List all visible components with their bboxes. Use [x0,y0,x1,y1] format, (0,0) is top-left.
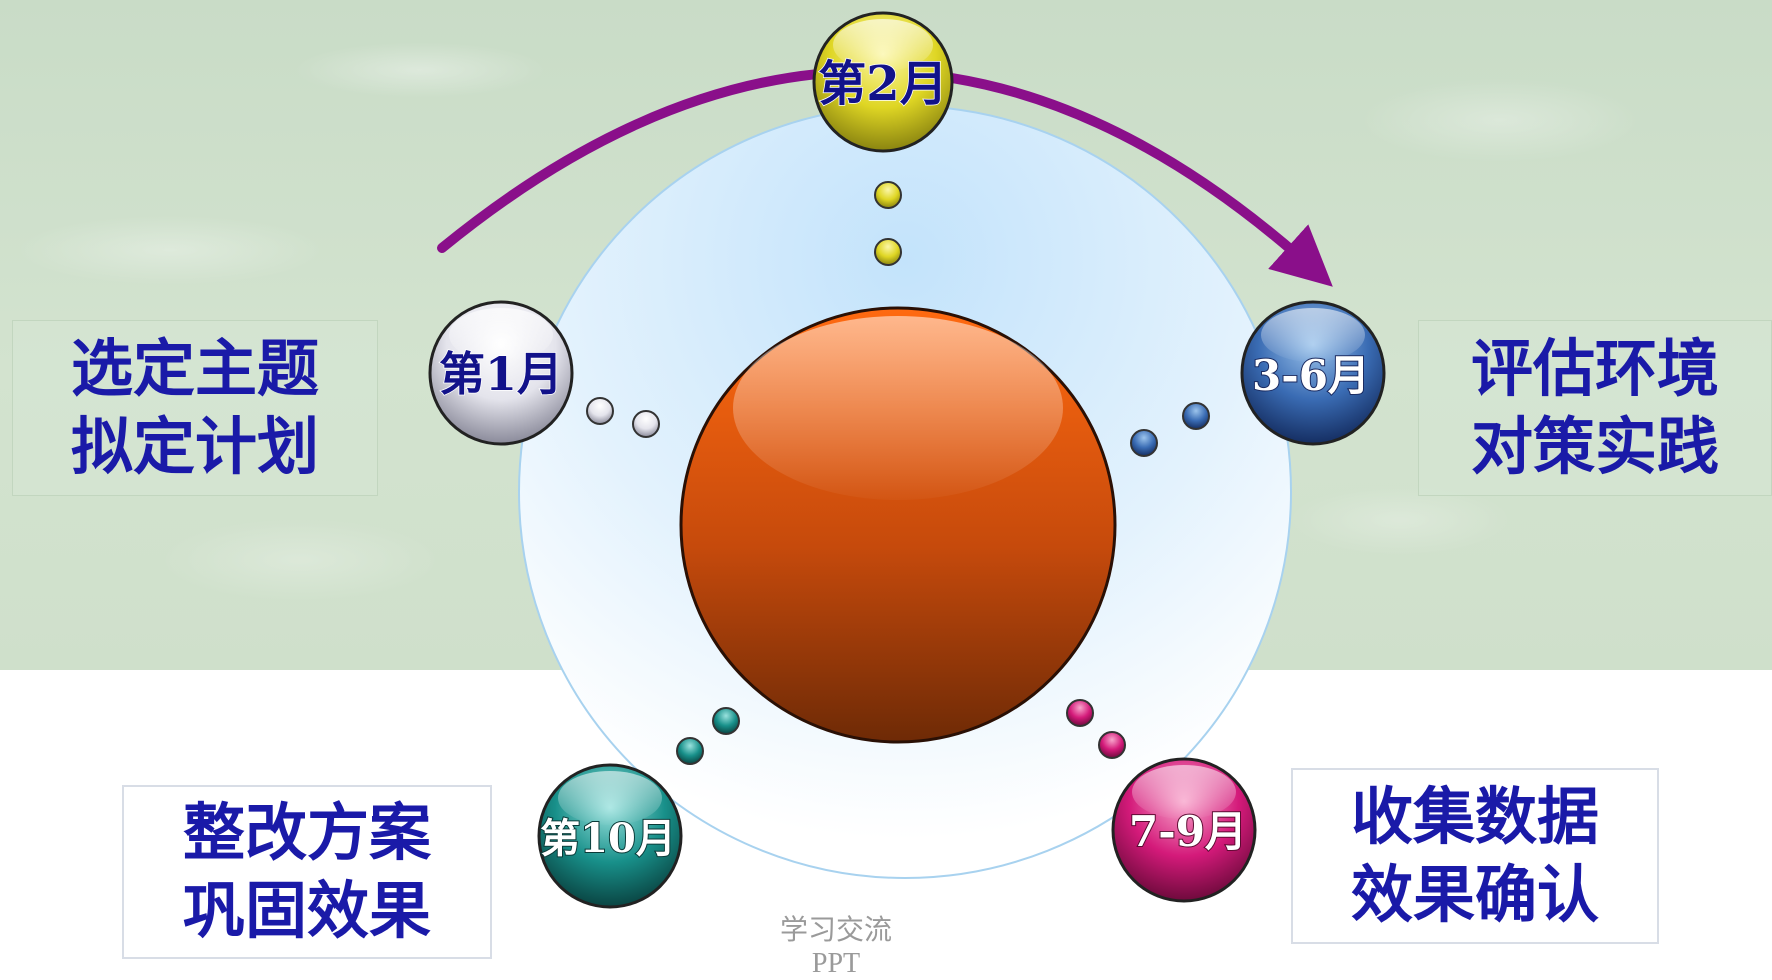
label-line: 对策实践 [1470,410,1719,483]
connector-dots-month10 [676,707,740,765]
connector-dots-month1 [586,397,660,438]
label-line: 收集数据 [1350,780,1599,853]
node-month2: 第2月 [812,11,954,153]
label-line: 评估环境 [1470,332,1719,405]
node-month1: 第1月 [428,300,574,446]
center-sphere [679,306,1117,744]
label-select-topic-plan: 选定主题 拟定计划 [12,320,378,496]
label-line: 效果确认 [1350,858,1599,931]
node-month7-9-label: 7-9月 [1129,807,1247,856]
label-line: 拟定计划 [70,410,319,483]
node-month2-label: 第2月 [818,56,947,112]
label-line: 巩固效果 [182,874,431,947]
connector-dots-month7-9 [1066,699,1126,759]
node-month3-6: 3-6月 [1240,300,1386,446]
cycle-diagram: 第2月 第1月 3-6月 7-9月 第10月 [428,11,1386,909]
node-month10-label: 第10月 [540,815,676,862]
connector-dots-month2 [874,181,902,266]
label-assess-implement: 评估环境 对策实践 [1418,320,1772,496]
label-collect-confirm: 收集数据 效果确认 [1291,768,1659,944]
label-line: 整改方案 [182,796,431,869]
footer-watermark: 学习交流PPT [779,915,892,979]
label-line: 选定主题 [70,332,319,405]
node-month3-6-label: 3-6月 [1252,351,1370,400]
label-rectify-consolidate: 整改方案 巩固效果 [122,785,492,959]
node-month10: 第10月 [537,763,683,909]
node-month1-label: 第1月 [439,347,563,401]
node-month7-9: 7-9月 [1111,757,1257,903]
connector-dots-month3-6 [1130,402,1210,457]
